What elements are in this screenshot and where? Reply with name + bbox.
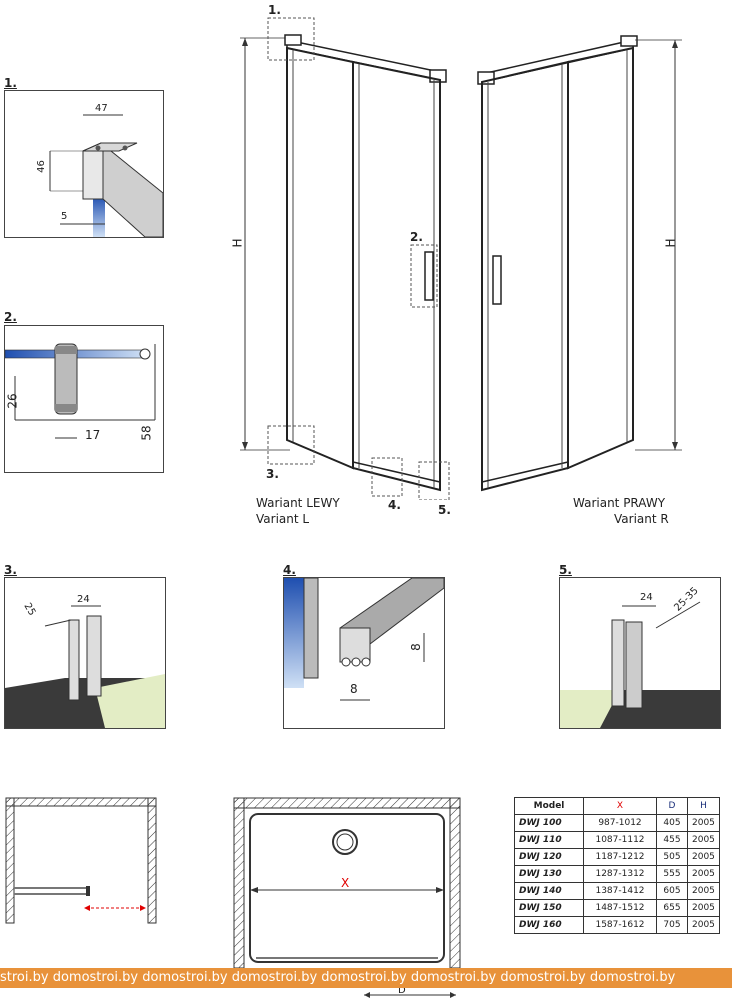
cell-d: 405 — [656, 814, 688, 832]
dim-17: 17 — [85, 428, 101, 442]
detail-panel-2: 26 17 58 — [4, 325, 164, 473]
cell-x: 1587-1612 — [583, 916, 657, 934]
col-model: Model — [514, 797, 584, 815]
cell-x: 1487-1512 — [583, 899, 657, 917]
callout-3-main: 3. — [266, 467, 279, 481]
cell-model: DWJ 100 — [514, 814, 584, 832]
cell-h: 2005 — [687, 916, 720, 934]
cell-h: 2005 — [687, 882, 720, 900]
cell-x: 1187-1212 — [583, 848, 657, 866]
dim-5: 5 — [61, 211, 68, 222]
cell-d: 655 — [656, 899, 688, 917]
plan-d-label: D — [398, 985, 406, 996]
dim-8-vert: 8 — [408, 643, 423, 651]
dim-58: 58 — [139, 425, 154, 441]
cell-h: 2005 — [687, 848, 720, 866]
detail-panel-3: 25 24 — [4, 577, 166, 729]
door-left-drawing — [240, 17, 450, 500]
dim-24-p3: 24 — [77, 594, 90, 605]
cell-x: 987-1012 — [583, 814, 657, 832]
plan-x-label: X — [341, 876, 350, 890]
panel-4-label: 4. — [283, 563, 296, 577]
cell-d: 605 — [656, 882, 688, 900]
variant-left-line2: Variant L — [256, 512, 310, 526]
variant-right-line1: Wariant PRAWY — [573, 496, 666, 510]
col-d: D — [656, 797, 688, 815]
cell-h: 2005 — [687, 814, 720, 832]
dim-26: 26 — [5, 393, 20, 409]
h-dimension-right: H — [663, 238, 678, 248]
detail-panel-5: 24 25-35 — [559, 577, 721, 729]
dim-47: 47 — [95, 103, 108, 114]
cell-d: 555 — [656, 865, 688, 883]
variant-right-line2: Variant R — [614, 512, 669, 526]
plan-schematic-small — [5, 797, 157, 924]
panel-2-label: 2. — [4, 310, 17, 324]
door-right-drawing — [477, 35, 682, 492]
cell-x: 1087-1112 — [583, 831, 657, 849]
cell-model: DWJ 130 — [514, 865, 584, 883]
col-x: X — [583, 797, 657, 815]
cell-h: 2005 — [687, 865, 720, 883]
panel-1-label: 1. — [4, 76, 17, 90]
callout-1-main: 1. — [268, 3, 281, 17]
cell-h: 2005 — [687, 831, 720, 849]
plan-view — [233, 797, 461, 969]
panel-3-label: 3. — [4, 563, 17, 577]
cell-model: DWJ 140 — [514, 882, 584, 900]
cell-d: 705 — [656, 916, 688, 934]
cell-model: DWJ 150 — [514, 899, 584, 917]
panel-5-label: 5. — [559, 563, 572, 577]
cell-d: 505 — [656, 848, 688, 866]
callout-2-main: 2. — [410, 230, 423, 244]
col-h: H — [687, 797, 720, 815]
h-dimension-left: H — [230, 238, 245, 248]
dim-8-horiz: 8 — [350, 682, 358, 696]
cell-x: 1387-1412 — [583, 882, 657, 900]
plan-d-dimension — [364, 992, 456, 998]
cell-h: 2005 — [687, 899, 720, 917]
callout-4-main: 4. — [388, 498, 401, 512]
cell-d: 455 — [656, 831, 688, 849]
dim-46: 46 — [35, 160, 47, 173]
cell-model: DWJ 160 — [514, 916, 584, 934]
cell-x: 1287-1312 — [583, 865, 657, 883]
cell-model: DWJ 110 — [514, 831, 584, 849]
variant-left-line1: Wariant LEWY — [256, 496, 340, 510]
dim-24-p5: 24 — [640, 592, 653, 603]
watermark-bar: stroi.by domostroi.by domostroi.by domos… — [0, 968, 732, 988]
callout-5-main: 5. — [438, 503, 451, 517]
detail-panel-1: 47 46 5 — [4, 90, 164, 238]
detail-panel-4: 8 8 — [283, 577, 445, 729]
cell-model: DWJ 120 — [514, 848, 584, 866]
